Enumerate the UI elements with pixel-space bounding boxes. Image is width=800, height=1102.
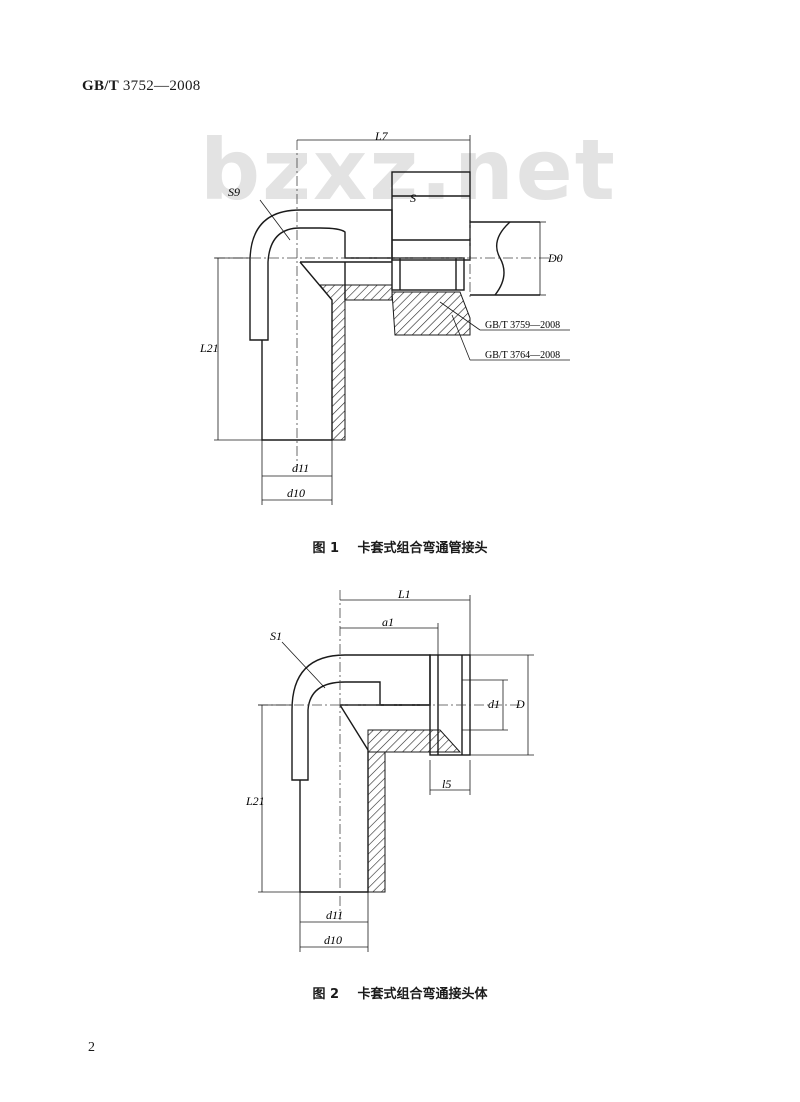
fig1-label-d11: d11 <box>292 461 309 475</box>
standard-number: 3752—2008 <box>122 78 201 94</box>
figure-1-caption: 图 1 卡套式组合弯通管接头 <box>0 537 800 556</box>
fig2-hatch-body <box>367 729 462 893</box>
fig2-label-s1: S1 <box>270 629 282 643</box>
fig1-elbow-outline <box>249 209 393 341</box>
fig2-label-l1: L1 <box>397 587 411 601</box>
fig1-hatch-nut <box>391 291 471 336</box>
figure-1-title: 卡套式组合弯通管接头 <box>357 541 488 556</box>
figure-1-drawing: L7 S S9 D0 L21 d11 d10 GB/T 3759—2008 GB… <box>199 129 570 505</box>
figure-1-label: 图 1 <box>312 541 340 556</box>
fig1-label-d10: d10 <box>287 486 305 500</box>
fig1-ref-2: GB/T 3764—2008 <box>485 350 560 361</box>
fig1-label-s: S <box>410 191 416 205</box>
fig1-label-s9: S9 <box>228 185 240 199</box>
fig1-label-d0: D0 <box>547 251 563 265</box>
figure-2-title: 卡套式组合弯通接头体 <box>357 987 488 1002</box>
standard-prefix: GB/T <box>82 78 119 94</box>
figure-2-drawing: L1 a1 S1 d1 D l5 L21 d11 d10 <box>245 587 534 952</box>
document-header: GB/T 3752—2008 <box>82 78 201 95</box>
fig1-hatch-body <box>318 284 393 441</box>
fig1-label-l21: L21 <box>199 341 219 355</box>
fig2-label-l21: L21 <box>245 794 265 808</box>
fig2-label-d10: d10 <box>324 933 342 947</box>
fig2-label-a: a1 <box>382 615 394 629</box>
fig2-label-d11: d11 <box>326 908 343 922</box>
fig1-label-l7: L7 <box>374 129 389 143</box>
fig2-elbow-outline <box>291 654 431 781</box>
figure-2-caption: 图 2 卡套式组合弯通接头体 <box>0 983 800 1002</box>
watermark: bzxz.net <box>200 121 617 219</box>
fig1-ref-1: GB/T 3759—2008 <box>485 320 560 331</box>
figure-2-label: 图 2 <box>312 987 340 1002</box>
fig2-label-d1: d1 <box>488 697 500 711</box>
fig2-label-d: D <box>515 697 525 711</box>
fig2-label-l5: l5 <box>442 777 451 791</box>
page-number: 2 <box>88 1040 95 1055</box>
